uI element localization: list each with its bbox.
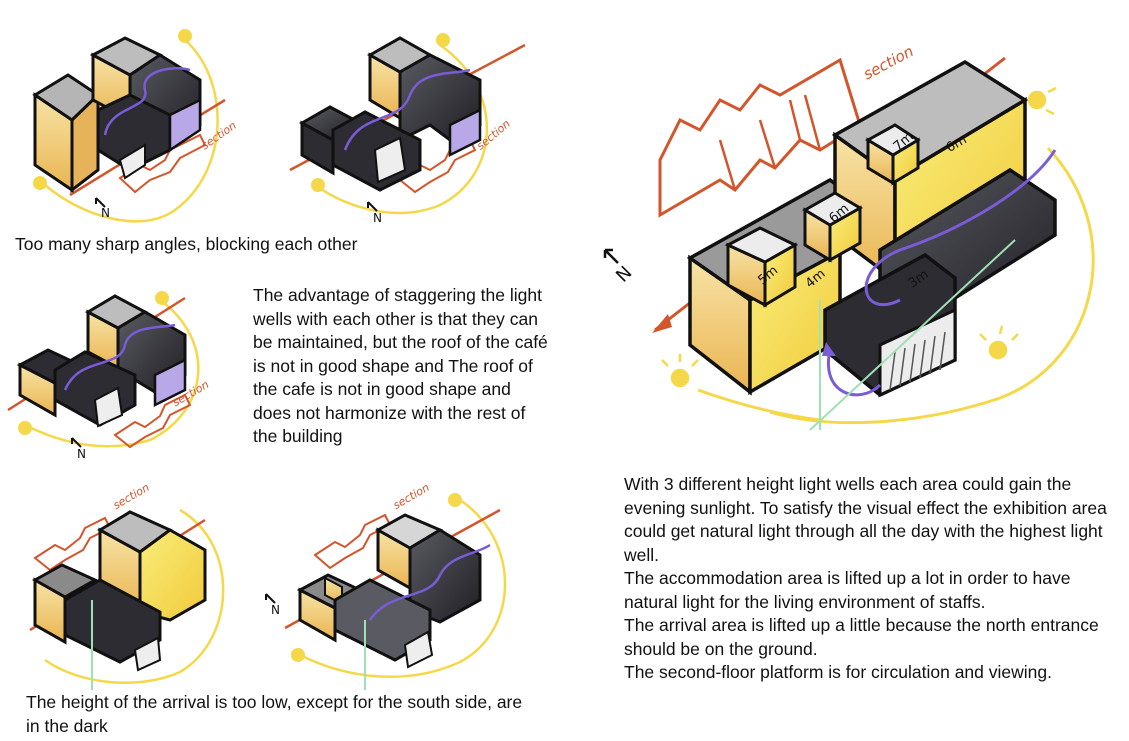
caption-final-scheme: With 3 different height light wells each…	[624, 473, 1124, 685]
main-entrance-line	[809, 239, 1016, 431]
main-massing-diagram: N section 5m 4m 6m 7m 6m 3m	[603, 42, 1095, 431]
sun-icon	[661, 86, 1057, 388]
caption-sharp-angles: Too many sharp angles, blocking each oth…	[15, 234, 358, 254]
label-section: section	[199, 119, 239, 152]
sketch-5: N section	[265, 481, 507, 690]
north-label: N	[612, 262, 636, 286]
main-north-arrow	[603, 248, 619, 264]
main-sun-arc	[769, 146, 1095, 425]
label-section: section	[391, 481, 432, 512]
north-label: N	[373, 211, 382, 225]
north-label: N	[271, 603, 280, 617]
sketch-1: N section	[32, 29, 239, 223]
main-circulation-path	[826, 149, 1057, 397]
caption-final-line-3: The arrival area is lifted up a little b…	[624, 615, 1099, 659]
caption-final-line-1: With 3 different height light wells each…	[624, 474, 1107, 565]
caption-final-line-2: The accommodation area is lifted up a lo…	[624, 568, 1071, 612]
caption-arrival-height: The height of the arrival is too low, ex…	[26, 692, 523, 736]
main-section-outline	[658, 57, 862, 218]
label-section: section	[111, 481, 152, 512]
caption-staggering: The advantage of staggering the light we…	[253, 285, 548, 446]
label-section-main: section	[860, 42, 916, 83]
sketch-4: section	[29, 481, 225, 690]
sketch-3: N section	[7, 291, 211, 461]
north-label: N	[77, 447, 86, 461]
north-label: N	[101, 206, 110, 220]
caption-final-line-4: The second-floor platform is for circula…	[624, 662, 1052, 682]
sketch-2: N section	[289, 33, 526, 225]
